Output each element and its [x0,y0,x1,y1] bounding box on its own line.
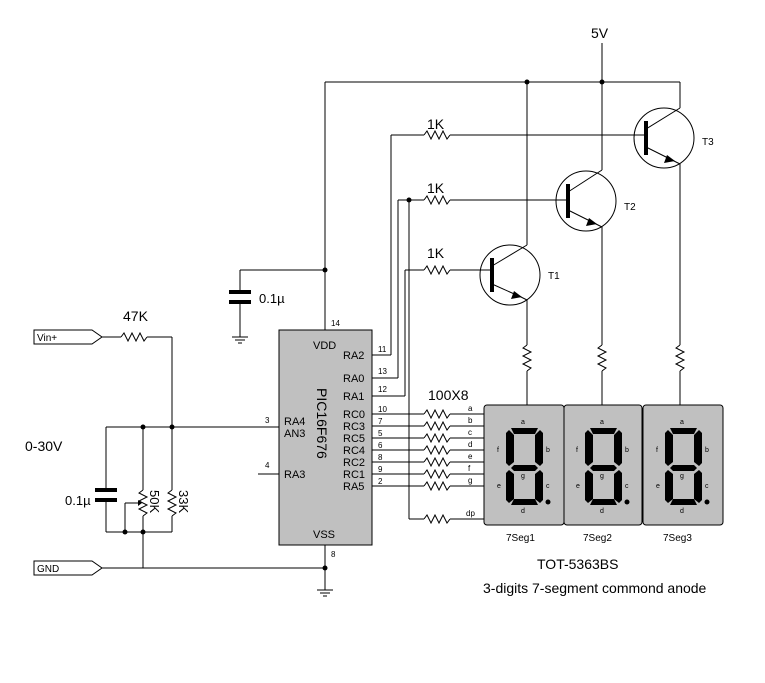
r-base1-label: 1K [427,245,445,261]
disp1-seg-g: g [521,473,525,480]
disp3-seg-g: g [680,473,684,480]
pinnum-ra3: 4 [265,461,270,470]
segline-a: a [468,404,473,413]
cap-vdd-label: 0.1µ [259,291,285,306]
pinnum-rc4: 6 [378,441,383,450]
display-1-name: 7Seg1 [506,533,535,544]
disp2-seg-a: a [600,419,604,426]
segline-f: f [468,464,471,473]
disp1-seg-d: d [521,508,525,515]
segline-b: b [468,416,473,425]
disp3-seg-b: b [705,447,709,454]
pin-rc1: RC1 [343,469,365,481]
pinnum-ra0: 13 [378,367,387,376]
display-3 [642,404,724,526]
pot-label: 50K [147,490,162,513]
pin-ra3: RA3 [284,469,305,481]
input-network [33,329,328,576]
t3-label: T3 [702,137,714,148]
disp3-seg-c: c [705,483,709,490]
segline-c: c [468,428,472,437]
t1-label: T1 [548,271,560,282]
vin-label: Vin+ [37,333,57,344]
pinnum-rc1: 9 [378,465,383,474]
power-rails [322,43,681,330]
pinnum-ra5: 2 [378,477,383,486]
disp3-seg-d: d [680,508,684,515]
pinnum-ra2: 11 [378,345,387,354]
segline-d: d [468,440,472,449]
disp2-seg-d: d [600,508,604,515]
disp1-seg-e: e [497,483,501,490]
disp1-seg-f: f [497,447,499,454]
r-in-label: 47K [123,308,149,324]
disp3-seg-e: e [656,483,660,490]
seg-res-label: 100X8 [428,387,469,403]
disp2-seg-b: b [625,447,629,454]
pin-rc4: RC4 [343,445,365,457]
pinnum-rc0: 10 [378,405,387,414]
base-drive-lines [372,129,646,520]
pin-rc5: RC5 [343,433,365,445]
display-1 [483,404,565,526]
disp2-seg-e: e [576,483,580,490]
t2-label: T2 [624,202,636,213]
display-2-name: 7Seg2 [583,533,612,544]
anode-resistors [521,344,686,405]
segline-dp: dp [466,509,475,518]
r-base2-label: 1K [427,180,445,196]
vdd-decoupling-capacitor [229,269,325,344]
pin-ra2: RA2 [343,350,364,362]
pinnum-ra1: 12 [378,385,387,394]
r-base3-label: 1K [427,116,445,132]
pin-an3: AN3 [284,428,305,440]
pin-rc0: RC0 [343,409,365,421]
transistor-t1 [479,244,541,345]
disp2-seg-c: c [625,483,629,490]
pin-ra5: RA5 [343,481,364,493]
pin-rc3: RC3 [343,421,365,433]
transistor-t2 [555,169,617,345]
gnd-label: GND [37,564,59,575]
display-part-number: TOT-5363BS [537,556,618,572]
disp1-seg-c: c [546,483,550,490]
range-label: 0-30V [25,438,63,454]
cap-in-label: 0.1µ [65,493,91,508]
disp1-seg-b: b [546,447,550,454]
transistor-t3 [633,107,695,345]
pin-vss: VSS [313,529,335,541]
supply-label: 5V [591,25,609,41]
pinnum-rc2: 8 [378,453,383,462]
pin-ra4: RA4 [284,416,305,428]
disp3-seg-a: a [680,419,684,426]
disp1-seg-a: a [521,419,525,426]
disp2-seg-g: g [600,473,604,480]
pinnum-ra4: 3 [265,416,270,425]
pin-ra0: RA0 [343,373,364,385]
r-div-label: 33K [176,490,191,513]
segment-resistor-array [372,408,484,525]
display-3-name: 7Seg3 [663,533,692,544]
pin-vdd: VDD [313,340,336,352]
pin-ra1: RA1 [343,391,364,403]
pinnum-vdd: 14 [331,319,340,328]
pinnum-rc5: 5 [378,429,383,438]
display-description: 3-digits 7-segment commond anode [483,580,707,596]
pic-ic [278,320,373,597]
pinnum-rc3: 7 [378,417,383,426]
pin-rc2: RC2 [343,457,365,469]
ic-name: PIC16F676 [314,388,330,459]
disp3-seg-f: f [656,447,658,454]
disp2-seg-f: f [576,447,578,454]
segline-e: e [468,452,473,461]
display-2 [563,404,643,526]
pinnum-vss: 8 [331,550,336,559]
segline-g: g [468,476,472,485]
